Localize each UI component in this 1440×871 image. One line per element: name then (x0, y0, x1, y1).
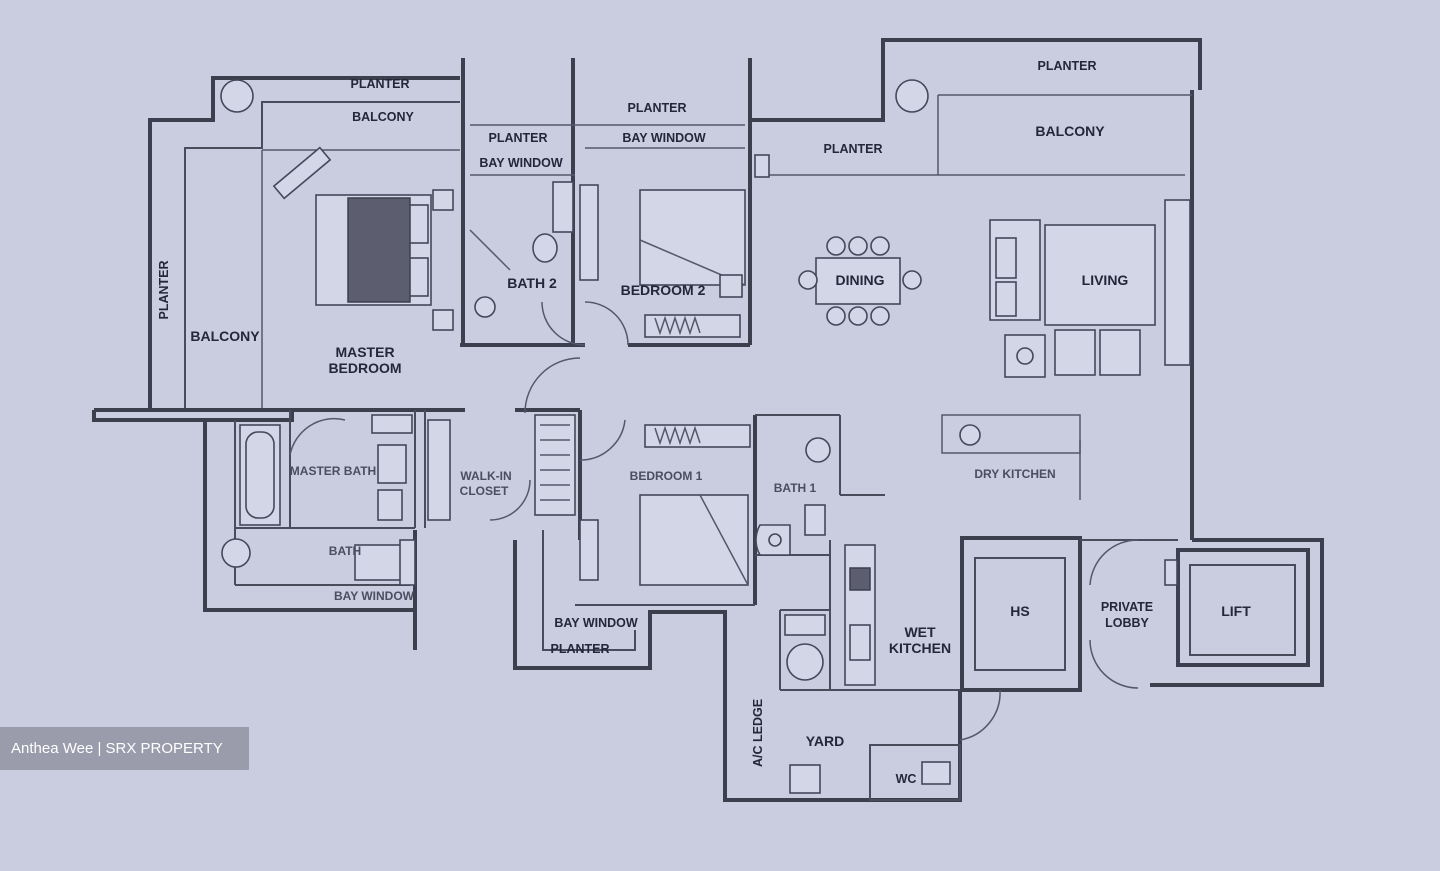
label-bay-window-bath: BAY WINDOW (334, 589, 415, 603)
label-yard: YARD (806, 733, 844, 749)
lift-panel-icon (1164, 559, 1178, 586)
label-planter-top-left: PLANTER (350, 77, 409, 91)
bath-1-fixtures-icon (755, 437, 831, 556)
label-planter-bay-1: PLANTER (488, 131, 547, 145)
label-planter-bottom: PLANTER (550, 642, 609, 656)
label-living: LIVING (1082, 272, 1129, 288)
label-bay-window-1: BAY WINDOW (479, 156, 563, 170)
living-sofa-icon (989, 199, 1191, 378)
label-bay-window-bedroom-1: BAY WINDOW (554, 616, 638, 630)
label-planter-left: PLANTER (157, 260, 171, 319)
outer-walls (92, 38, 1324, 802)
inner-walls (234, 94, 1310, 801)
planter-pot-icon (220, 79, 254, 113)
label-walk-in-1: WALK-IN (460, 469, 511, 483)
label-wet-kitchen-1: WET (904, 624, 936, 640)
label-bedroom-2: BEDROOM 2 (621, 282, 706, 298)
bedroom-1-bed-icon (579, 424, 751, 586)
label-balcony-top-left: BALCONY (352, 110, 414, 124)
label-balcony-top-right: BALCONY (1035, 123, 1105, 139)
wc-toilet-icon (921, 761, 951, 785)
label-bay-window-2: BAY WINDOW (622, 131, 706, 145)
label-walk-in-2: CLOSET (460, 484, 509, 498)
label-dry-kitchen: DRY KITCHEN (974, 467, 1055, 481)
label-hs: HS (1010, 603, 1029, 619)
door-swings (289, 301, 1139, 741)
label-planter-middle: PLANTER (823, 142, 882, 156)
label-wc: WC (896, 772, 917, 786)
label-private-lobby-2: LOBBY (1105, 616, 1149, 630)
label-bath-2: BATH 2 (507, 275, 557, 291)
label-lift: LIFT (1221, 603, 1251, 619)
label-master-bedroom-2: BEDROOM (328, 360, 401, 376)
label-private-lobby-1: PRIVATE (1101, 600, 1153, 614)
yard-sink-icon (789, 764, 821, 794)
walk-in-closet-icon (427, 414, 576, 521)
label-bath-1: BATH 1 (774, 481, 817, 495)
label-planter-bay-2: PLANTER (627, 101, 686, 115)
furniture (220, 79, 1191, 794)
wet-kitchen-fixtures-icon (784, 544, 876, 686)
label-balcony-left: BALCONY (190, 328, 260, 344)
room-labels: PLANTER BALCONY PLANTER BALCONY MASTER B… (157, 59, 1251, 786)
label-dining: DINING (836, 272, 885, 288)
chaise-icon (272, 146, 332, 200)
watermark-label: Anthea Wee | SRX PROPERTY (0, 727, 249, 770)
dining-table-icon (798, 236, 922, 326)
label-master-bath: MASTER BATH (290, 464, 376, 478)
label-ac-ledge: A/C LEDGE (751, 699, 765, 767)
master-bed-icon (315, 189, 454, 331)
label-bath: BATH (329, 544, 361, 558)
planter-pot-icon (895, 79, 929, 113)
master-bath-fixtures-icon (221, 414, 416, 586)
bedroom-2-bed-icon (639, 154, 770, 338)
label-wet-kitchen-2: KITCHEN (889, 640, 951, 656)
label-planter-top-right: PLANTER (1037, 59, 1096, 73)
bath-2-fixtures-icon (469, 181, 599, 318)
hob-icon (959, 424, 981, 446)
label-bedroom-1: BEDROOM 1 (630, 469, 703, 483)
label-master-bedroom-1: MASTER (335, 344, 394, 360)
